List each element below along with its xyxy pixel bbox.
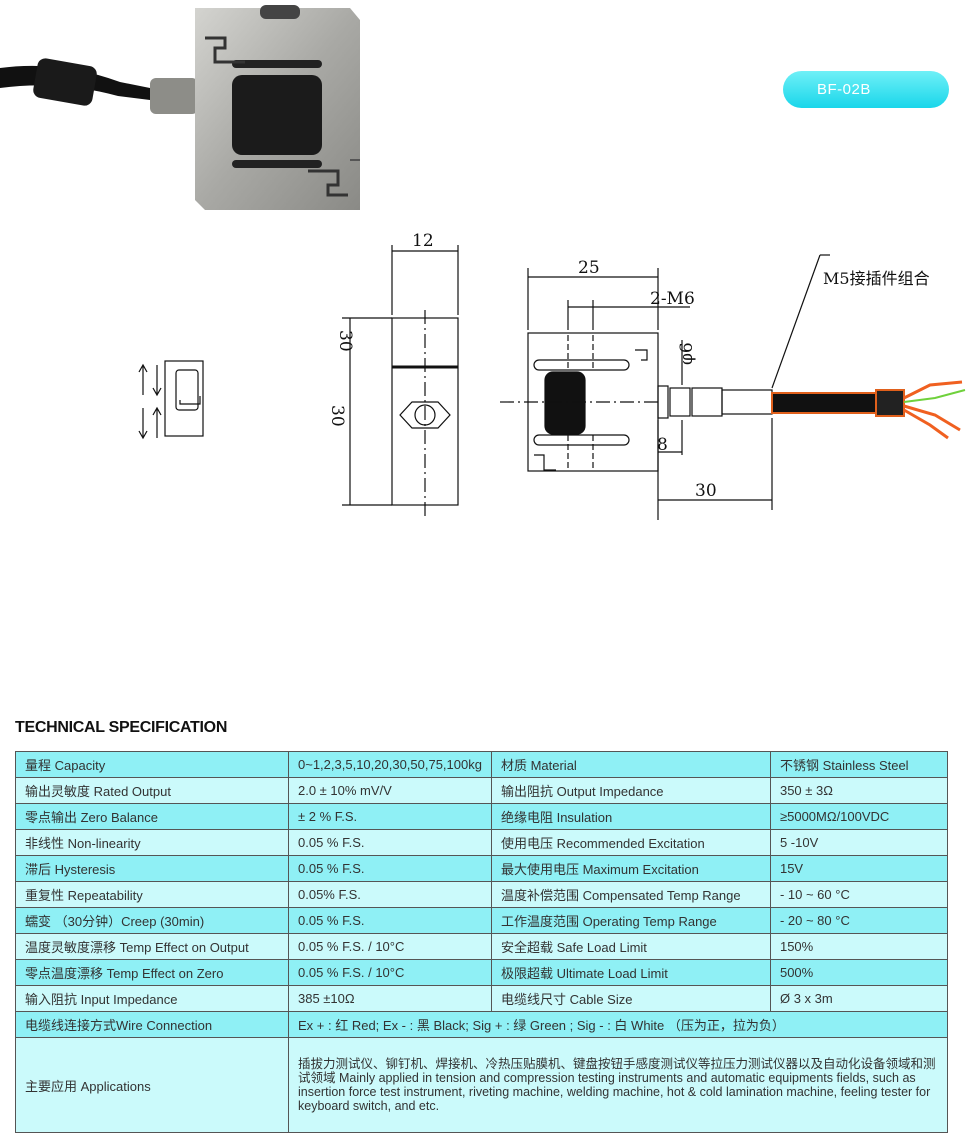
spec-label: 绝缘电阻 Insulation: [490, 803, 771, 830]
dim-cable-len: 30: [695, 481, 717, 501]
dim-thread: 2-M6: [650, 289, 695, 309]
spec-value: 0.05 % F.S. / 10°C: [288, 959, 492, 986]
dim-connector-len: 8: [657, 435, 668, 455]
spec-label: 输出阻抗 Output Impedance: [490, 777, 771, 804]
spec-label: 输出灵敏度 Rated Output: [15, 777, 289, 804]
spec-value: 0.05 % F.S.: [288, 855, 492, 882]
spec-value: - 10 ~ 60 °C: [769, 881, 949, 908]
spec-value: 15V: [769, 855, 949, 882]
spec-label: 量程 Capacity: [15, 751, 289, 778]
spec-value: 不锈钢 Stainless Steel: [769, 751, 949, 778]
spec-value: ≥5000MΩ/100VDC: [769, 803, 949, 830]
spec-value: 0.05% F.S.: [288, 881, 492, 908]
spec-label: 电缆线尺寸 Cable Size: [490, 985, 771, 1012]
spec-value: ± 2 % F.S.: [288, 803, 492, 830]
spec-value: 0~1,2,3,5,10,20,30,50,75,100kg: [288, 751, 492, 778]
spec-value: Ex + : 红 Red; Ex - : 黑 Black; Sig + : 绿 …: [288, 1011, 948, 1038]
spec-row: 蠕变 （30分钟）Creep (30min)0.05 % F.S.工作温度范围 …: [15, 907, 949, 934]
spec-label: 蠕变 （30分钟）Creep (30min): [15, 907, 289, 934]
spec-label: 非线性 Non-linearity: [15, 829, 289, 856]
spec-value: 0.05 % F.S. / 10°C: [288, 933, 492, 960]
load-direction-icon: [138, 360, 204, 440]
spec-value: 500%: [769, 959, 949, 986]
spec-label: 零点输出 Zero Balance: [15, 803, 289, 830]
model-badge: BF-02B: [783, 71, 949, 108]
spec-value: 0.05 % F.S.: [288, 829, 492, 856]
spec-value: Ø 3 x 3m: [769, 985, 949, 1012]
spec-label: 滞后 Hysteresis: [15, 855, 289, 882]
dim-width-side: 12: [412, 231, 434, 251]
dim-width-front: 25: [578, 258, 600, 278]
spec-label: 使用电压 Recommended Excitation: [490, 829, 771, 856]
spec-row: 零点输出 Zero Balance± 2 % F.S.绝缘电阻 Insulati…: [15, 803, 949, 830]
spec-value: 0.05 % F.S.: [288, 907, 492, 934]
spec-label: 温度补偿范围 Compensated Temp Range: [490, 881, 771, 908]
dim-height-top: 30: [335, 330, 355, 352]
spec-label: 最大使用电压 Maximum Excitation: [490, 855, 771, 882]
spec-label: 安全超载 Safe Load Limit: [490, 933, 771, 960]
spec-value: 2.0 ± 10% mV/V: [288, 777, 492, 804]
spec-value: 5 -10V: [769, 829, 949, 856]
spec-label: 重复性 Repeatability: [15, 881, 289, 908]
spec-label: 主要应用 Applications: [15, 1037, 289, 1133]
spec-value: - 20 ~ 80 °C: [769, 907, 949, 934]
spec-value: 350 ± 3Ω: [769, 777, 949, 804]
dim-height-side: 30: [327, 405, 347, 427]
spec-label: 材质 Material: [490, 751, 771, 778]
spec-value: 150%: [769, 933, 949, 960]
spec-label: 工作温度范围 Operating Temp Range: [490, 907, 771, 934]
spec-label: 输入阻抗 Input Impedance: [15, 985, 289, 1012]
spec-label: 电缆线连接方式Wire Connection: [15, 1011, 289, 1038]
spec-title: TECHNICAL SPECIFICATION: [15, 719, 228, 736]
connector-label: M5接插件组合: [823, 269, 930, 288]
spec-value: 插拔力测试仪、铆钉机、焊接机、冷热压贴膜机、键盘按钮手感度测试仪等拉压力测试仪器…: [288, 1037, 948, 1133]
spec-value: 385 ±10Ω: [288, 985, 492, 1012]
dimension-drawing: 12 30 30 25 2-M6 φ6 8 30 M5接插件组合: [138, 231, 966, 520]
spec-label: 温度灵敏度漂移 Temp Effect on Output: [15, 933, 289, 960]
spec-label: 极限超载 Ultimate Load Limit: [490, 959, 771, 986]
dim-connector-dia: φ6: [677, 342, 697, 365]
spec-label: 零点温度漂移 Temp Effect on Zero: [15, 959, 289, 986]
product-photo: [0, 5, 360, 210]
